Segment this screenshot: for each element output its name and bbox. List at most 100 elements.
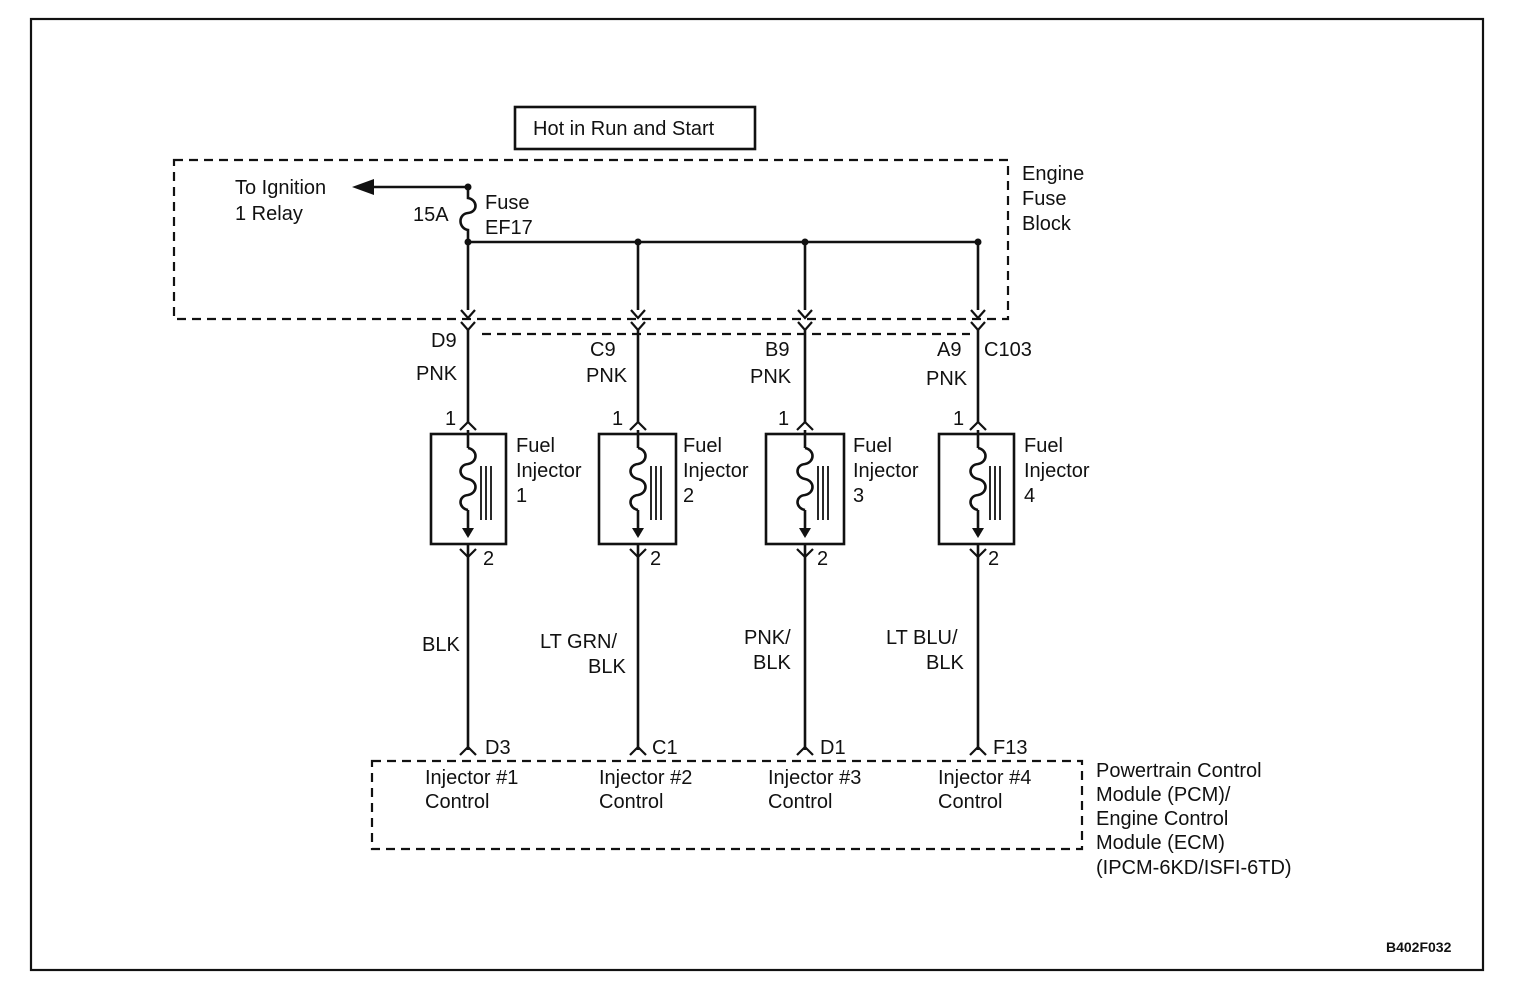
svg-text:EF17: EF17 [485, 217, 533, 239]
connector-icon [629, 420, 647, 431]
connector-c103-label: C103 [984, 339, 1032, 361]
pin2-label: 2 [988, 548, 999, 570]
arrow-down-icon [972, 528, 984, 538]
svg-text:Injector: Injector [516, 460, 582, 482]
pin1-label: 1 [612, 408, 623, 430]
connector-female-icon [797, 309, 813, 320]
injector-coil-icon [459, 446, 477, 512]
wire-color-bottom: LT BLU/ [886, 627, 958, 649]
connector-female-icon [630, 309, 646, 320]
pin-top-label: A9 [937, 339, 961, 361]
pcm-pin-label: C1 [652, 737, 678, 759]
injector-coil-icon [969, 446, 987, 512]
pin-top-label: D9 [431, 330, 457, 352]
svg-text:(IPCM-6KD/ISFI-6TD): (IPCM-6KD/ISFI-6TD) [1096, 857, 1292, 879]
wire-color-bottom: PNK/ [744, 627, 791, 649]
svg-text:Engine Control: Engine Control [1096, 808, 1228, 830]
injector-coil-icon [796, 446, 814, 512]
control-label: Injector #4 [938, 767, 1031, 789]
injector-channel-4: A9 PNK 1 Fuel Injector 4 2 LT BLU/ BLK F… [886, 242, 1090, 813]
connector-female-icon [970, 309, 986, 320]
connector-icon [459, 420, 477, 431]
arrow-down-icon [632, 528, 644, 538]
injector-channel-3: B9 PNK 1 Fuel Injector 3 2 PNK/ BLK D1 I… [744, 242, 919, 813]
pcm-pin-label: F13 [993, 737, 1027, 759]
connector-male-icon [460, 321, 476, 332]
svg-text:Block: Block [1022, 213, 1072, 235]
control-label: Injector #1 [425, 767, 518, 789]
pcm-module-outline [370, 759, 1084, 851]
arrow-down-icon [462, 528, 474, 538]
wire-color-top: PNK [416, 363, 458, 385]
figure-code: B402F032 [1386, 939, 1452, 955]
connector-icon [629, 745, 647, 756]
svg-text:Module (PCM)/: Module (PCM)/ [1096, 784, 1231, 806]
injector-4-box [937, 432, 1016, 546]
connector-icon [459, 745, 477, 756]
wire-color-bottom: BLK [422, 634, 460, 656]
pin-top-label: C9 [590, 339, 616, 361]
wire-color-bottom: LT GRN/ [540, 631, 617, 653]
fuse-icon [459, 187, 477, 242]
svg-text:Injector: Injector [683, 460, 749, 482]
pin2-label: 2 [483, 548, 494, 570]
svg-text:Fuse: Fuse [1022, 188, 1066, 210]
svg-text:Module (ECM): Module (ECM) [1096, 832, 1225, 854]
fuse-label: Fuse EF17 [485, 192, 533, 239]
connector-icon [796, 745, 814, 756]
svg-text:BLK: BLK [926, 652, 964, 674]
injector-1-label: Fuel [516, 435, 555, 457]
control-label: Injector #2 [599, 767, 692, 789]
svg-text:3: 3 [853, 485, 864, 507]
wire-color-top: PNK [586, 365, 628, 387]
svg-text:Fuse: Fuse [485, 192, 529, 214]
injector-coil-icon [629, 446, 647, 512]
header-box [513, 105, 757, 151]
svg-text:BLK: BLK [753, 652, 791, 674]
svg-text:Injector: Injector [1024, 460, 1090, 482]
engine-fuse-block-label: Engine Fuse Block [1022, 163, 1084, 235]
injector-channel-1: D9 PNK 1 Fuel Injector 1 2 BLK D3 Inject… [416, 242, 582, 813]
svg-text:Engine: Engine [1022, 163, 1084, 185]
connector-icon [969, 745, 987, 756]
svg-text:Control: Control [599, 791, 663, 813]
header-label: Hot in Run and Start [533, 118, 715, 140]
pin1-label: 1 [953, 408, 964, 430]
svg-text:Control: Control [768, 791, 832, 813]
connector-male-icon [970, 321, 986, 332]
injector-channel-2: C9 PNK 1 Fuel Injector 2 2 LT GRN/ BLK C… [540, 242, 749, 813]
connector-male-icon [797, 321, 813, 332]
arrow-left-icon [352, 179, 374, 195]
pin2-label: 2 [817, 548, 828, 570]
pin2-label: 2 [650, 548, 661, 570]
outer-frame [29, 17, 1485, 972]
pcm-pin-label: D3 [485, 737, 511, 759]
pcm-pin-label: D1 [820, 737, 846, 759]
connector-icon [969, 420, 987, 431]
pin1-label: 1 [778, 408, 789, 430]
arrow-down-icon [799, 528, 811, 538]
svg-text:Control: Control [938, 791, 1002, 813]
injector-3-label: Fuel [853, 435, 892, 457]
pcm-module-label: Powertrain Control Module (PCM)/ Engine … [1096, 760, 1292, 879]
connector-female-icon [460, 309, 476, 320]
pin1-label: 1 [445, 408, 456, 430]
to-ignition-relay-label: To Ignition 1 Relay [235, 177, 326, 225]
pin-top-label: B9 [765, 339, 789, 361]
control-label: Injector #3 [768, 767, 861, 789]
engine-fuse-block-outline [172, 158, 1010, 321]
svg-text:BLK: BLK [588, 656, 626, 678]
wire-color-top: PNK [750, 366, 792, 388]
wire-color-top: PNK [926, 368, 968, 390]
svg-text:Control: Control [425, 791, 489, 813]
connector-icon [796, 420, 814, 431]
svg-text:1: 1 [516, 485, 527, 507]
svg-text:To Ignition: To Ignition [235, 177, 326, 199]
connector-male-icon [630, 321, 646, 332]
fuse-rating: 15A [413, 204, 449, 226]
injector-4-label: Fuel [1024, 435, 1063, 457]
svg-text:2: 2 [683, 485, 694, 507]
svg-text:1 Relay: 1 Relay [235, 203, 303, 225]
svg-text:Powertrain Control: Powertrain Control [1096, 760, 1262, 782]
